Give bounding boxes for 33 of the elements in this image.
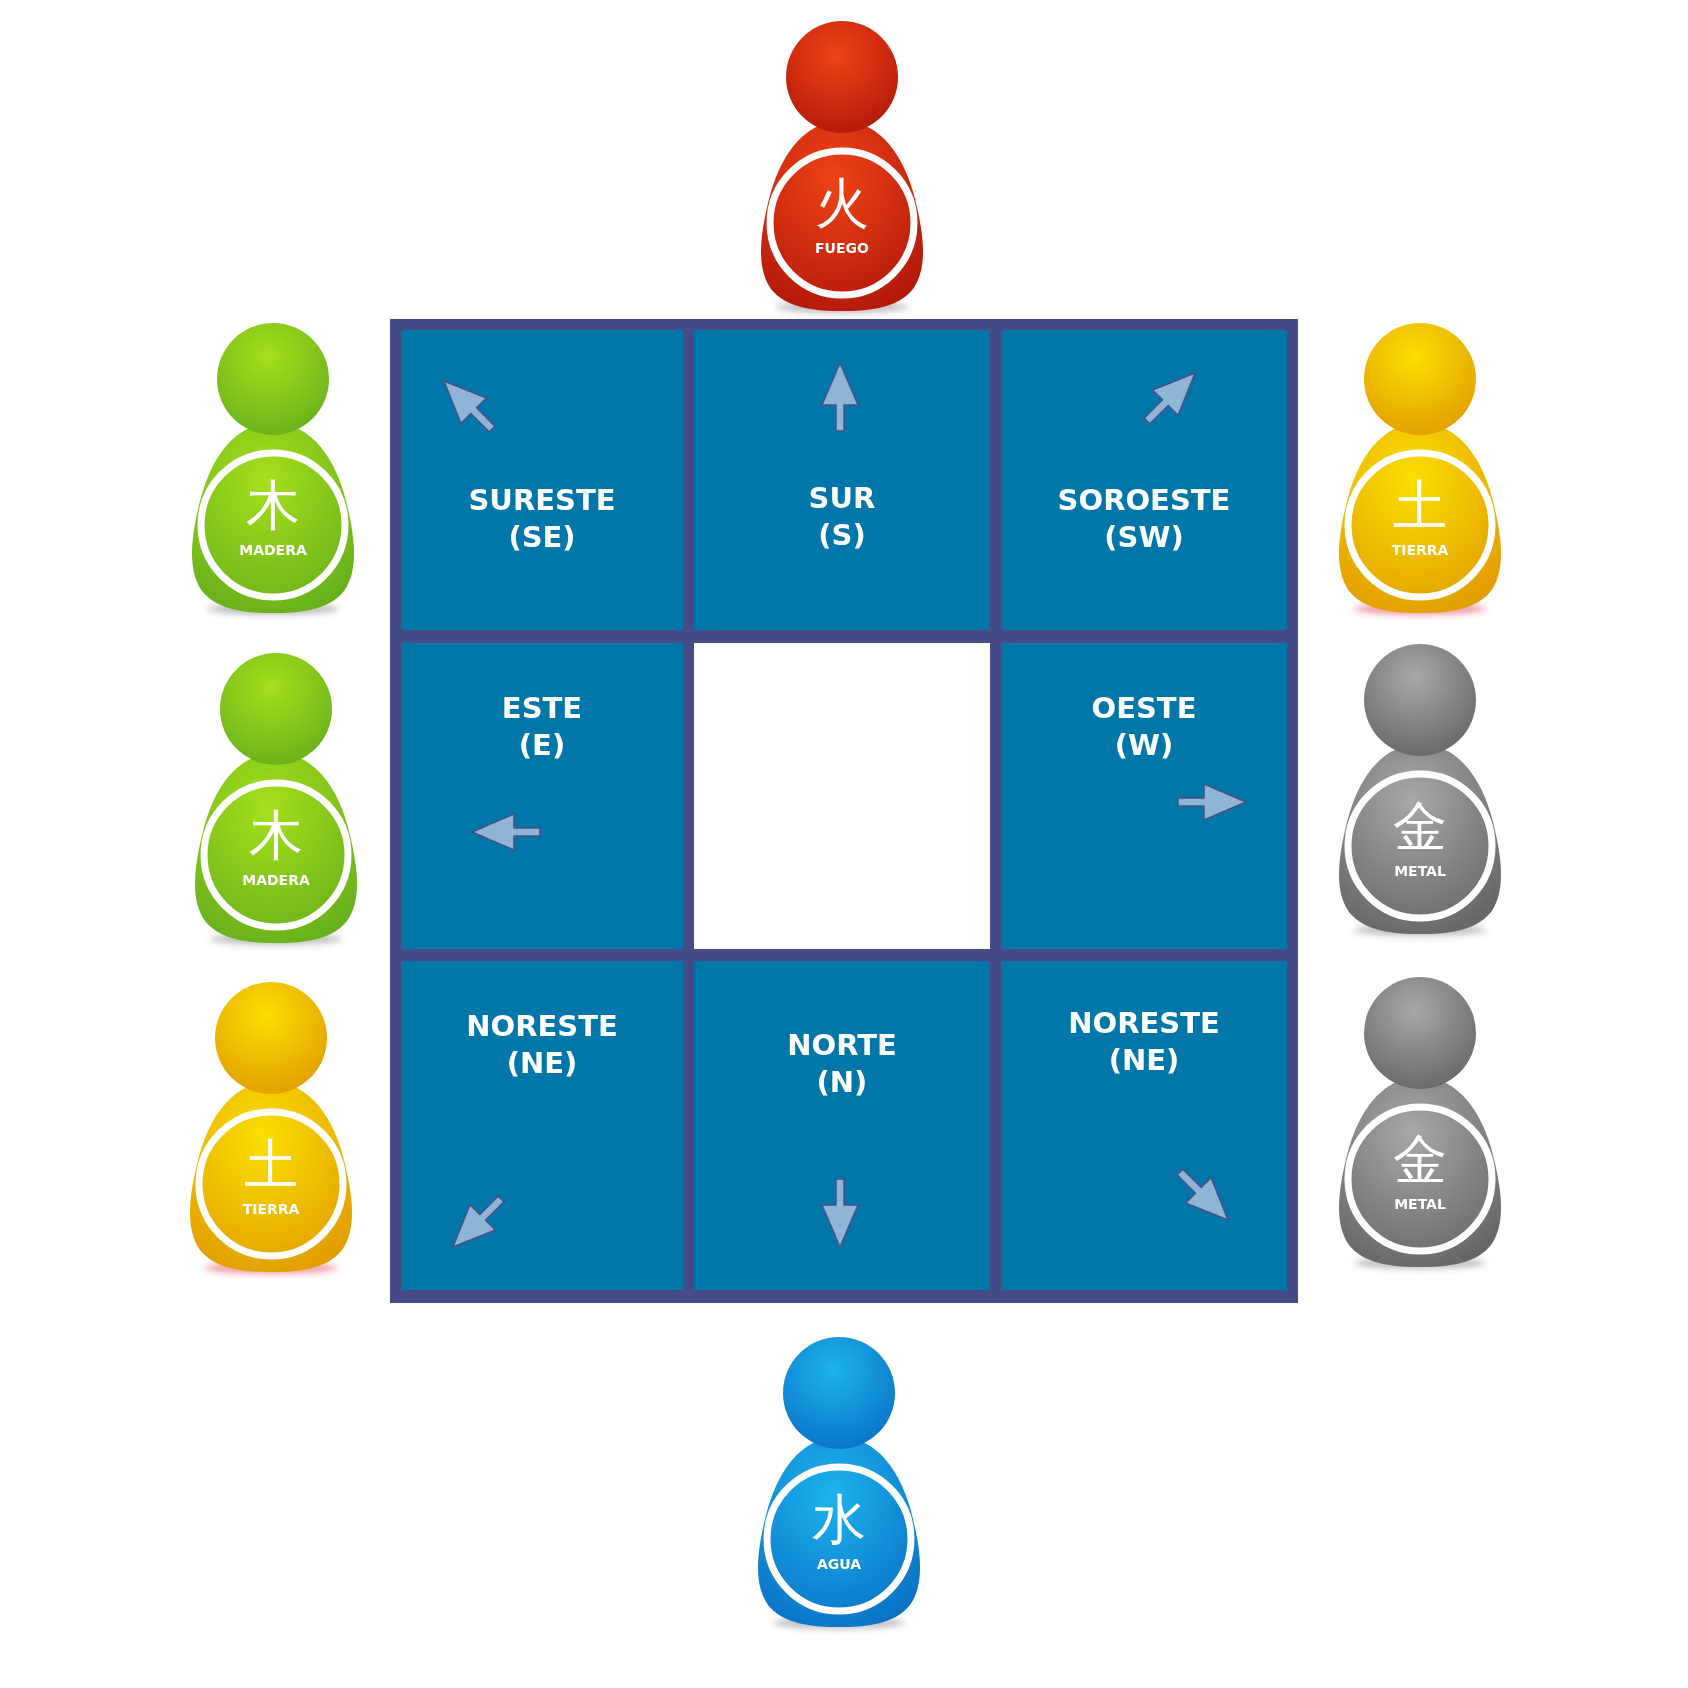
- direction-label: NORESTE (NE): [466, 1008, 618, 1082]
- compass-tile: [694, 961, 990, 1290]
- compass-tile: [1001, 643, 1287, 949]
- compass-tile: [401, 643, 683, 949]
- compass-tile: [401, 330, 683, 630]
- kanji-character: 木: [246, 476, 300, 536]
- direction-label: OESTE (W): [1091, 690, 1197, 764]
- element-name: AGUA: [816, 1555, 862, 1573]
- compass-tile: [1001, 330, 1287, 630]
- element-name: METAL: [1394, 862, 1446, 880]
- compass-tile: [694, 330, 990, 630]
- direction-label: SOROESTE (SW): [1057, 482, 1231, 556]
- direction-label: NORESTE (NE): [1068, 1005, 1220, 1079]
- direction-label: SURESTE (SE): [468, 482, 616, 556]
- element-name: TIERRA: [242, 1200, 300, 1218]
- direction-label: SUR (S): [808, 480, 876, 554]
- element-name: MADERA: [239, 541, 307, 559]
- direction-label: NORTE (N): [787, 1027, 897, 1101]
- kanji-character: 木: [249, 806, 303, 866]
- kanji-character: 土: [1393, 476, 1447, 536]
- kanji-character: 金: [1393, 1130, 1447, 1190]
- kanji-character: 土: [244, 1135, 298, 1195]
- element-name: METAL: [1394, 1195, 1446, 1213]
- blank-square: [694, 643, 990, 949]
- element-name: MADERA: [242, 871, 310, 889]
- element-name: FUEGO: [815, 239, 869, 257]
- compass-tile: [1001, 961, 1287, 1290]
- compass-tile: [401, 961, 683, 1290]
- kanji-character: 金: [1393, 797, 1447, 857]
- kanji-character: 火: [815, 174, 869, 234]
- direction-label: ESTE (E): [501, 690, 583, 764]
- kanji-character: 水: [812, 1490, 866, 1550]
- element-name: TIERRA: [1391, 541, 1449, 559]
